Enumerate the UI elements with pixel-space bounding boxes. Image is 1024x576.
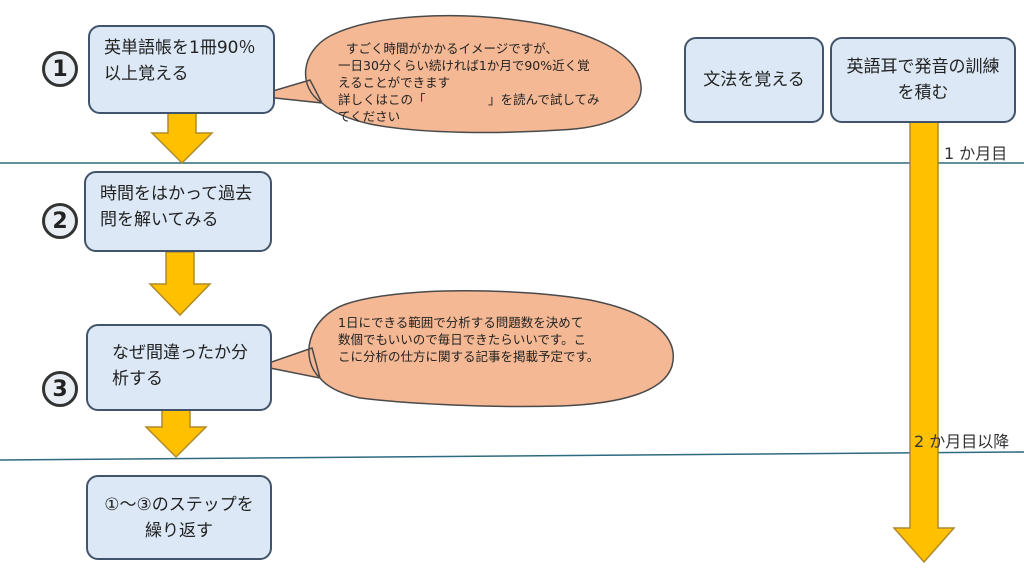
bubble2-text: 1日にできる範囲で分析する問題数を決めて 数個でもいいので毎日できたらいいです。… [338,314,668,365]
step-number-1: 1 [42,51,78,87]
step2-text: 時間をはかって過去問を解いてみる [100,184,253,230]
step1-text: 英単語帳を1冊90％以上覚える [104,38,256,84]
grammar-box: 文法を覚える [684,37,824,123]
bubble1-line: えることができます [338,75,451,90]
period-label-month1: 1 か月目 [944,144,1008,163]
bubble1-text: すごく時間がかかるイメージですが、 一日30分くらい続ければ1か月で90%近く覚… [338,40,638,125]
step1-box: 英単語帳を1冊90％以上覚える [88,25,275,114]
speech-bubble-2 [257,290,674,408]
bubble1-line: すごく時間がかかるイメージですが、 [346,41,559,56]
arrow-step2-to-step3 [148,251,212,317]
period-label-month2: 2 か月目以降 [914,432,1010,451]
bubble1-line: 一日30分くらい続ければ1か月で90%近く覚 [338,58,590,73]
repeat-box: ①〜③のステップを繰り返す [86,475,272,560]
repeat-text: ①〜③のステップを繰り返す [104,494,254,541]
step-number-3: 3 [42,371,78,407]
listening-text: 英語耳で発音の訓練を積む [846,57,1000,103]
step3-text: なぜ間違ったか分析する [112,343,248,389]
speech-bubble-1 [255,14,642,134]
bubble2-line: 数個でもいいので毎日できたらいいです。こ [338,332,587,347]
bubble1-line: 詳しくはこの「 」を読んで試してみ [338,92,600,107]
listening-box: 英語耳で発音の訓練を積む [830,37,1016,123]
arrow-listening-long [892,111,956,564]
step2-box: 時間をはかって過去問を解いてみる [84,171,272,252]
bubble2-line: こに分析の仕方に関する記事を掲載予定です。 [338,349,600,364]
bubble1-line: てください [338,109,401,124]
bubble2-line: 1日にできる範囲で分析する問題数を決めて [338,315,584,330]
grammar-text: 文法を覚える [703,70,805,90]
step3-box: なぜ間違ったか分析する [86,324,272,411]
step-number-2: 2 [42,203,78,239]
divider-line-month2 [0,451,1024,461]
